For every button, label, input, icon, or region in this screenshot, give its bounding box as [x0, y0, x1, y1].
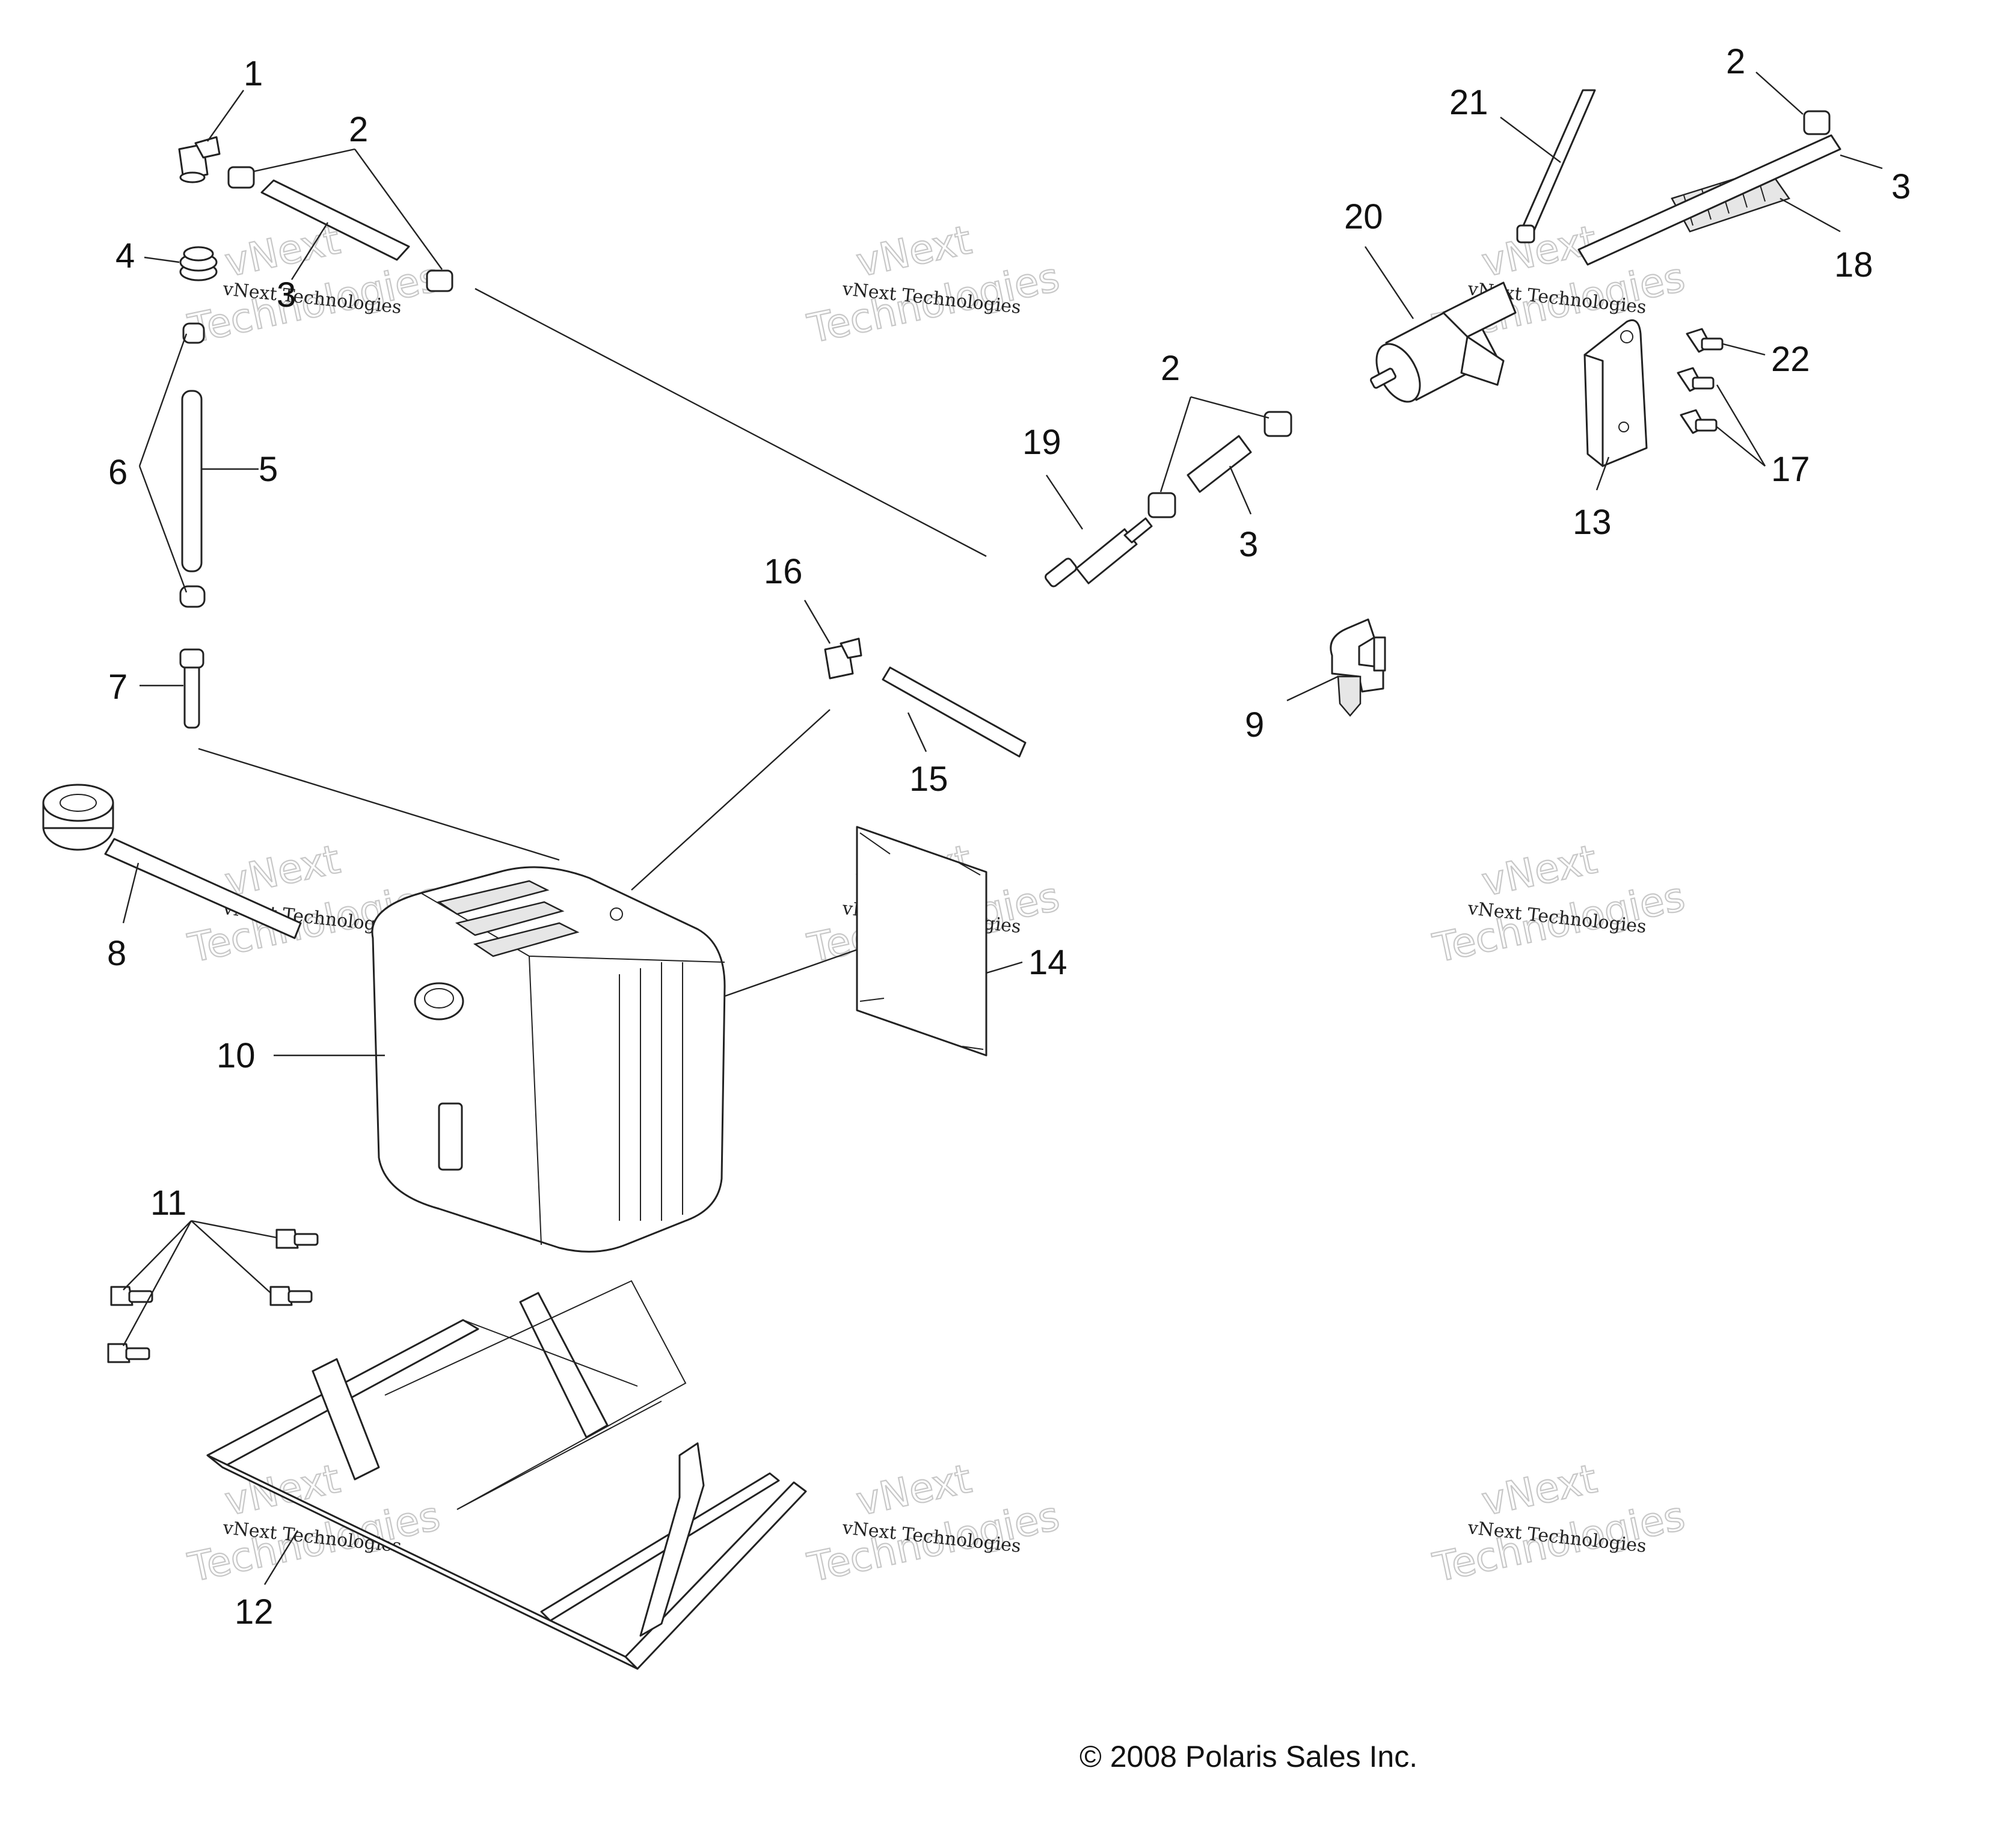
- callout-14: 14: [1028, 943, 1067, 982]
- part-20-fuel-filter: [1365, 246, 1517, 403]
- callout-20: 20: [1344, 197, 1383, 236]
- callout-2: 2: [1726, 42, 1745, 81]
- part-14-sheet: [856, 826, 1023, 1057]
- part-12-frame: [206, 1280, 807, 1670]
- callout-22: 22: [1771, 340, 1810, 379]
- callout-6: 6: [108, 453, 127, 492]
- callout-17: 17: [1771, 450, 1810, 489]
- part-13-bracket: [1583, 319, 1648, 491]
- part-8-fuel-cap-assembly: [42, 784, 302, 939]
- callout-5: 5: [259, 450, 278, 489]
- copyright-text: © 2008 Polaris Sales Inc.: [1079, 1740, 1417, 1773]
- callout-16: 16: [764, 552, 803, 591]
- callout-3: 3: [277, 275, 296, 315]
- callout-1: 1: [244, 54, 263, 93]
- watermark: vNext Technologies vNext Technologies: [1428, 835, 1689, 972]
- part-3-hose: [1577, 134, 1883, 266]
- part-2-clamp: [1755, 72, 1831, 135]
- callout-18: 18: [1834, 245, 1873, 284]
- callout-11: 11: [150, 1183, 186, 1223]
- part-5-tube: [181, 390, 259, 573]
- callout-3: 3: [1239, 525, 1258, 564]
- part-3-hose: [1187, 435, 1252, 515]
- watermark: vNext Technologies vNext Technologies: [183, 1455, 444, 1592]
- callout-4: 4: [115, 236, 135, 275]
- callout-2: 2: [349, 110, 368, 149]
- part-17-screw: [1677, 367, 1766, 467]
- callout-19: 19: [1022, 423, 1061, 462]
- callout-2: 2: [1161, 349, 1180, 388]
- part-10-fuel-tank: [274, 866, 726, 1253]
- part-3-hose: [260, 179, 410, 280]
- callout-12: 12: [235, 1592, 274, 1632]
- assembly-lines: [198, 287, 987, 999]
- part-21-rod: [1500, 89, 1596, 244]
- watermark: vNext Technologies vNext Technologies: [183, 216, 444, 353]
- part-6-cap: [138, 322, 206, 608]
- part-2-clamp: [227, 148, 453, 292]
- callout-15: 15: [909, 760, 948, 799]
- part-4-grommet: [144, 246, 218, 281]
- watermark: vNext Technologies vNext Technologies: [803, 216, 1064, 353]
- callout-8: 8: [107, 934, 126, 973]
- callout-21: 21: [1449, 83, 1488, 122]
- callout-13: 13: [1573, 503, 1612, 542]
- part-11-bolt: [107, 1220, 319, 1363]
- watermark: vNext Technologies vNext Technologies: [1428, 1455, 1689, 1592]
- part-22-screw: [1686, 328, 1766, 356]
- part-2-clamp: [1147, 396, 1292, 518]
- part-7-pin: [140, 648, 204, 729]
- callout-9: 9: [1245, 705, 1264, 744]
- callout-7: 7: [108, 668, 127, 707]
- callout-labels: 1 2 3 4 5 6 7 8 9 10 11 12 13 14 15 16 1…: [107, 42, 1911, 1632]
- part-15-hose: [882, 666, 1027, 758]
- part-16-elbow-fitting: [803, 600, 862, 680]
- part-1-elbow-fitting: [178, 90, 244, 183]
- callout-3: 3: [1891, 167, 1911, 206]
- watermark: vNext Technologies vNext Technologies: [803, 1455, 1064, 1592]
- part-19-fitting: [1045, 474, 1153, 588]
- part-9-clip: [1286, 618, 1386, 717]
- callout-10: 10: [216, 1036, 256, 1075]
